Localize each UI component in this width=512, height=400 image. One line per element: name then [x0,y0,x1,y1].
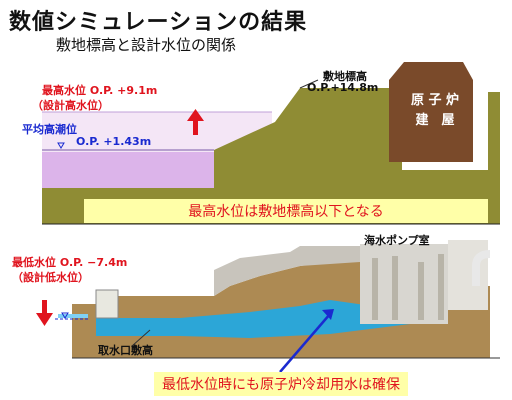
callout-pointer-icon [322,309,334,320]
upper-panel [42,62,500,225]
mean-tide-value: O.P. +1.43m [76,135,152,148]
reactor-label-line2: 建 屋 [415,113,455,128]
reactor-roof [389,62,473,80]
min-level-label: 最低水位 O.P. −7.4m [12,256,128,269]
reactor-building [389,80,473,162]
ground-terrain [42,88,500,224]
site-elevation-value: O.P.+14.8m [307,81,379,94]
lower-conclusion-callout: 最低水位時にも原子炉冷却用水は確保 [154,372,408,396]
pump-room-wall [448,240,488,310]
intake-leader-line [131,329,151,347]
upper-conclusion-callout: 最高水位は敷地標高以下となる [84,199,488,223]
page-subtitle: 敷地標高と設計水位の関係 [56,36,237,54]
fall-arrow-icon [36,313,53,326]
max-level-label: 最高水位 O.P. +9.1m [42,84,158,97]
site-leader-line [299,79,319,89]
fall-arrow-shaft [42,300,47,317]
reactor-building-label: 原 子 炉 建 屋 [403,91,467,131]
low-level-marker-icon [61,312,69,319]
reactor-label-line1: 原 子 炉 [410,93,460,108]
pump-house-silhouette [372,254,444,320]
rise-arrow-shaft [193,119,198,135]
sea-surface [58,314,88,318]
water-level-marker-icon [57,142,65,149]
lower-panel [36,240,500,373]
intake-gate [95,289,119,319]
seawall-structure [214,246,360,296]
pump-room-label: 海水ポンプ室 [364,234,430,247]
page-title: 数値シミュレーションの結果 [9,10,308,35]
intake-elevation-label: 取水口敷高 [98,344,153,357]
max-level-note: （設計高水位） [32,99,109,112]
min-level-note: （設計低水位） [12,271,89,284]
cooling-pipe [472,250,491,286]
mean-tide-label: 平均高潮位 [22,123,77,136]
site-elevation-label: 敷地標高 [323,70,367,83]
sea-water-area [42,152,214,188]
rise-arrow-icon [187,109,204,121]
callout-pointer-shaft [279,313,331,373]
